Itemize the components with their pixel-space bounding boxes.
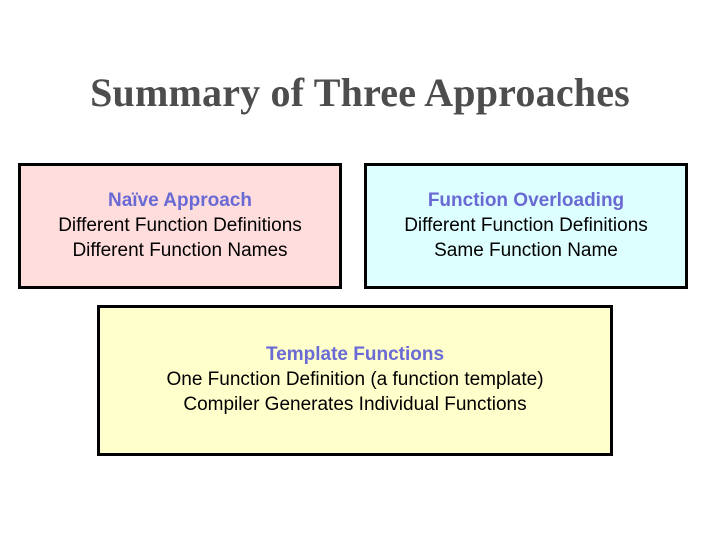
approach-box-overloading: Function Overloading Different Function …	[364, 163, 688, 289]
approach-box-template: Template Functions One Function Definiti…	[97, 305, 613, 456]
approach-box-naive: Naïve Approach Different Function Defini…	[18, 163, 342, 289]
box-line-naive-1: Different Function Definitions	[58, 215, 302, 236]
box-line-template-1: One Function Definition (a function temp…	[166, 369, 544, 390]
box-line-template-2: Compiler Generates Individual Functions	[183, 394, 527, 415]
box-line-overloading-2: Same Function Name	[434, 240, 618, 261]
box-heading-template: Template Functions	[265, 344, 445, 365]
box-heading-naive: Naïve Approach	[108, 190, 252, 211]
box-heading-overloading: Function Overloading	[427, 190, 625, 211]
box-line-naive-2: Different Function Names	[72, 240, 288, 261]
box-line-overloading-1: Different Function Definitions	[404, 215, 648, 236]
page-title: Summary of Three Approaches	[90, 70, 630, 115]
